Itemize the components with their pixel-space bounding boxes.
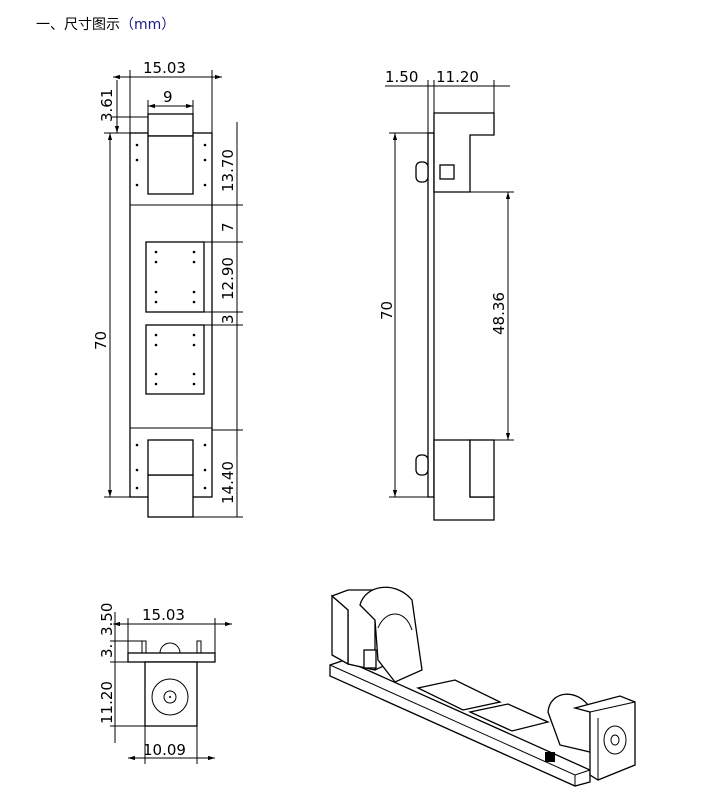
dim-top-section: 13.70: [219, 149, 237, 192]
dim-pad-gap: 3: [219, 314, 237, 324]
dim-inner-span: 48.36: [490, 292, 508, 335]
top-connector: [147, 113, 194, 137]
dim-body-width: 10.09: [143, 741, 186, 759]
side-board: [427, 132, 435, 498]
front-view: 15.03 9 3.61 70 13.70 7 12.90 3 14.40: [92, 59, 243, 518]
side-view: 1.50 11.20 70 48.36: [378, 68, 514, 521]
dim-overhang: 3.61: [98, 89, 116, 122]
pad-1: [145, 241, 205, 313]
title-unit: （mm）: [120, 17, 176, 33]
dim-side-height: 70: [378, 301, 396, 320]
pad-2: [145, 324, 205, 395]
iso-right-connector: [547, 693, 591, 753]
dim-gap: 7: [219, 222, 237, 232]
dim-height: 70: [92, 331, 110, 350]
side-top-connector: [433, 112, 495, 193]
dim-connector-width: 9: [163, 88, 173, 106]
dim-bottom-width: 15.03: [142, 606, 185, 624]
bottom-board: [127, 652, 216, 663]
dim-pin-height: 3.: [98, 644, 116, 658]
dim-top-offset: 3.50: [98, 603, 116, 636]
dim-body-height: 11.20: [98, 681, 116, 724]
bottom-body: [144, 661, 198, 727]
dim-board-thickness: 1.50: [385, 68, 418, 86]
isometric-view: [329, 586, 636, 787]
bottom-connector: [147, 474, 194, 518]
dim-connector-depth: 11.20: [436, 68, 479, 86]
dim-width: 15.03: [143, 59, 186, 77]
page-title: 一、尺寸图示（mm）: [36, 14, 175, 34]
bottom-view: 15.03 3.50 3. 11.20 10.09: [98, 603, 232, 764]
dim-pad: 12.90: [219, 257, 237, 300]
title-text: 一、尺寸图示: [36, 17, 120, 33]
dim-bottom-section: 14.40: [219, 461, 237, 504]
